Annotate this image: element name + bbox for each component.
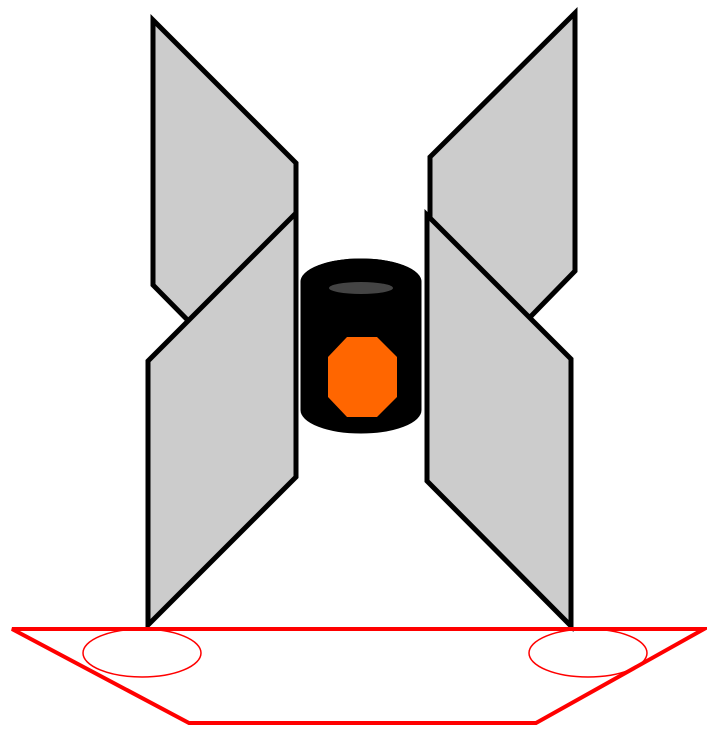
octagon-emblem — [328, 337, 397, 417]
left-foot-ellipse — [83, 629, 201, 677]
center-cylinder — [301, 259, 421, 433]
right-foot-ellipse — [529, 629, 647, 677]
cylinder-highlight — [329, 282, 393, 294]
